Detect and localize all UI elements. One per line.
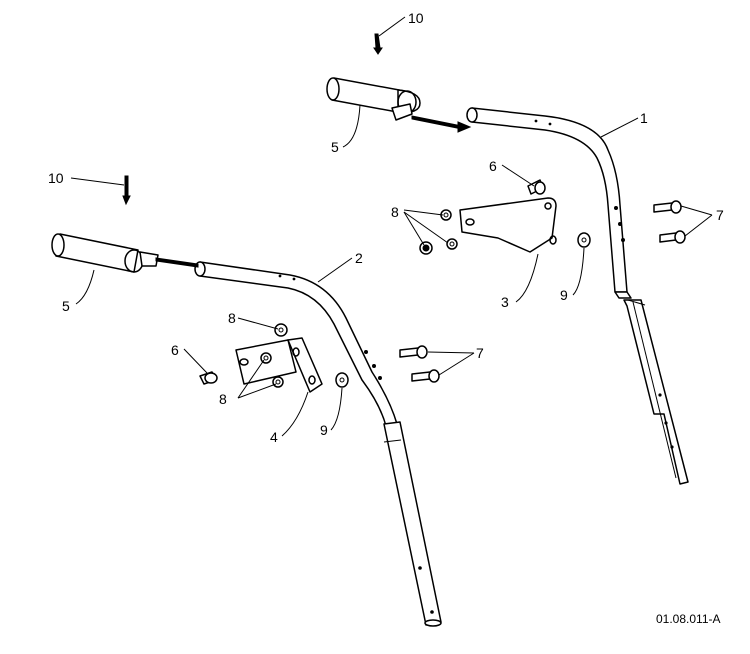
bolt-6-right	[527, 179, 546, 195]
bolts-7-left	[399, 345, 440, 383]
callout-9-lower: 9	[320, 422, 328, 438]
callout-8-lower: 8	[219, 391, 227, 407]
left-grip	[51, 233, 199, 273]
rivet-pin-left	[122, 175, 131, 206]
callout-8-upper: 8	[391, 204, 399, 220]
callout-9-upper: 9	[560, 287, 568, 303]
bracket-right	[459, 197, 557, 253]
callout-3: 3	[501, 294, 509, 310]
washer-9-left	[335, 372, 349, 388]
callout-4: 4	[270, 429, 278, 445]
callout-numbers: 1 2 3 4 5 5 6 6 7 7 8 8 8 8 9 9 10 10	[48, 10, 724, 445]
bolts-7-right	[653, 200, 686, 244]
callout-5-lower: 5	[62, 298, 70, 314]
right-handle-tube	[466, 107, 689, 485]
drawing-reference: 01.08.011-A	[656, 612, 721, 626]
callout-10-upper: 10	[408, 10, 424, 26]
washer-9-right	[577, 232, 591, 248]
callout-6-upper: 6	[489, 158, 497, 174]
callout-8-mid: 8	[228, 310, 236, 326]
callout-10-lower: 10	[48, 170, 64, 186]
callout-7-upper: 7	[716, 207, 724, 223]
nuts-8-right	[419, 209, 458, 255]
callout-5-upper: 5	[331, 139, 339, 155]
bolt-6-left	[199, 371, 218, 385]
callout-2: 2	[355, 250, 363, 266]
callout-6-lower: 6	[171, 342, 179, 358]
callout-1: 1	[640, 110, 648, 126]
leader-lines	[70, 16, 713, 437]
rivet-pin-right	[373, 33, 383, 55]
left-handle-tube	[194, 261, 442, 627]
nuts-8-left	[260, 323, 288, 388]
callout-7-lower: 7	[476, 345, 484, 361]
right-grip	[326, 77, 472, 133]
